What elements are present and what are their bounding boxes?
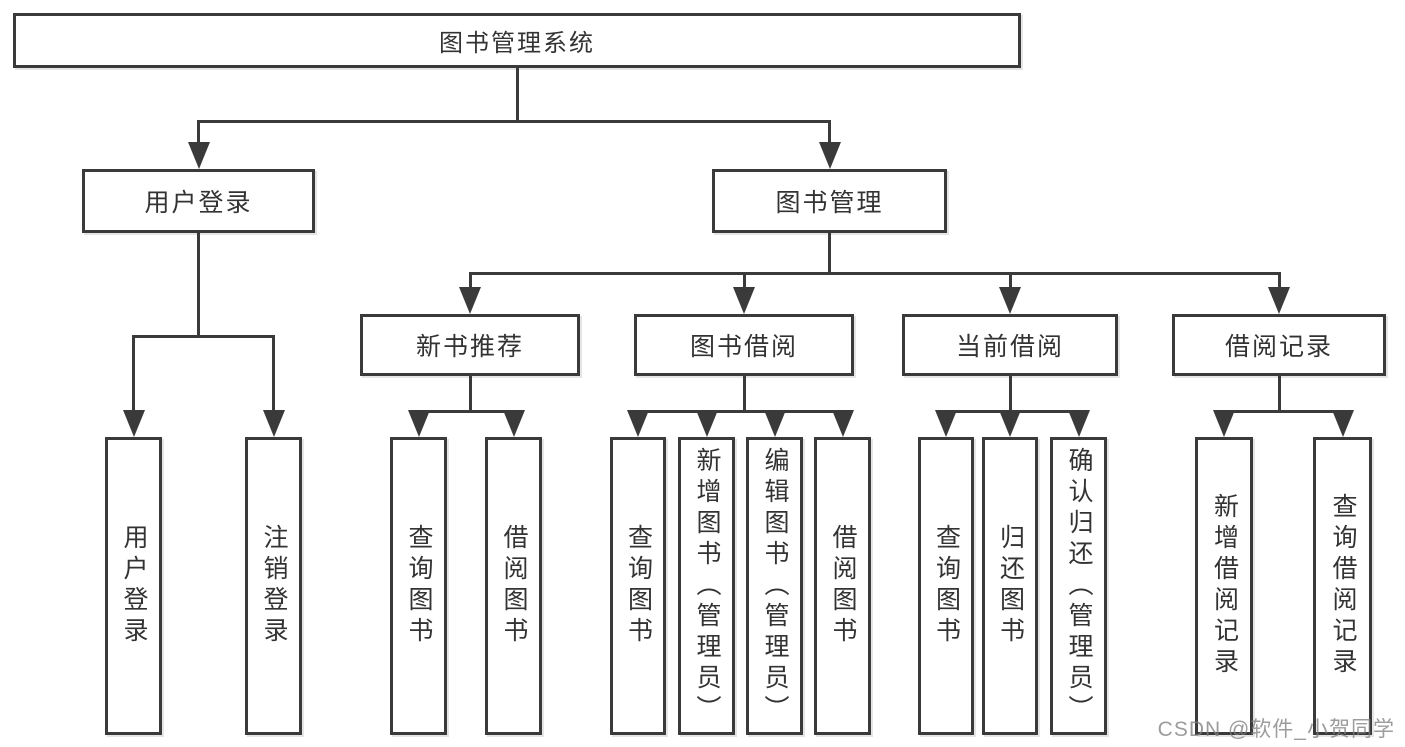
arrow-down-icon (999, 287, 1021, 314)
leaf-query-borrow-record: 查询借阅记录 (1313, 437, 1372, 735)
leaf-query-books-current: 查询图书 (918, 437, 974, 735)
leaf-query-books-borrow: 查询图书 (610, 437, 666, 735)
node-library-system: 图书管理系统 (13, 13, 1021, 68)
node-book-management: 图书管理 (712, 169, 947, 233)
arrow-down-icon (764, 410, 786, 437)
arrow-down-icon (1268, 287, 1290, 314)
connector-root-stem-left (197, 120, 200, 150)
connector-records-vline (1278, 376, 1281, 413)
leaf-add-borrow-record: 新增借阅记录 (1195, 437, 1253, 735)
arrow-down-icon (1068, 410, 1090, 437)
connector-borrow-hline (637, 410, 845, 413)
node-borrow-records: 借阅记录 (1172, 314, 1386, 376)
leaf-borrow-books-recommend: 借阅图书 (485, 437, 542, 735)
arrow-down-icon (696, 410, 718, 437)
connector-login-stem-left (132, 335, 135, 415)
arrow-down-icon (459, 287, 481, 314)
connector-current-vline (1009, 376, 1012, 413)
leaf-logout: 注销登录 (245, 437, 302, 735)
connector-borrow-vline (743, 376, 746, 413)
connector-mgmt-stem-1 (469, 272, 472, 294)
connector-login-hline (132, 335, 275, 338)
arrow-down-icon (733, 287, 755, 314)
connector-root-vline (516, 68, 519, 123)
arrow-down-icon (123, 410, 145, 437)
leaf-confirm-return-admin: 确认归还（管理员） (1050, 437, 1107, 735)
connector-mgmt-stem-2 (743, 272, 746, 294)
connector-recommend-vline (469, 376, 472, 413)
connector-root-stem-right (828, 120, 831, 150)
arrow-down-icon (819, 142, 841, 169)
arrow-down-icon (999, 410, 1021, 437)
leaf-edit-books-admin: 编辑图书（管理员） (746, 437, 803, 735)
connector-login-stem-right (272, 335, 275, 415)
arrow-down-icon (1213, 410, 1235, 437)
leaf-user-login: 用户登录 (105, 437, 162, 735)
arrow-down-icon (935, 410, 957, 437)
arrow-down-icon (503, 410, 525, 437)
node-current-borrow: 当前借阅 (902, 314, 1118, 376)
connector-records-hline (1223, 410, 1345, 413)
connector-login-vline (197, 233, 200, 337)
leaf-return-books: 归还图书 (982, 437, 1038, 735)
arrow-down-icon (188, 142, 210, 169)
connector-mgmt-stem-4 (1278, 272, 1281, 294)
connector-recommend-hline (417, 410, 516, 413)
node-book-borrow: 图书借阅 (634, 314, 854, 376)
connector-root-hline (197, 120, 831, 123)
connector-mgmt-hline (469, 272, 1281, 275)
node-user-login: 用户登录 (82, 169, 315, 233)
arrow-down-icon (832, 410, 854, 437)
leaf-add-books-admin: 新增图书（管理员） (678, 437, 735, 735)
leaf-query-books-recommend: 查询图书 (390, 437, 447, 735)
arrow-down-icon (627, 410, 649, 437)
arrow-down-icon (263, 410, 285, 437)
node-new-book-recommend: 新书推荐 (360, 314, 580, 376)
connector-mgmt-vline (828, 233, 831, 274)
connector-mgmt-stem-3 (1009, 272, 1012, 294)
csdn-watermark: CSDN @软件_小贺同学 (1157, 718, 1395, 741)
arrow-down-icon (1332, 410, 1354, 437)
arrow-down-icon (408, 410, 430, 437)
leaf-borrow-books: 借阅图书 (814, 437, 871, 735)
